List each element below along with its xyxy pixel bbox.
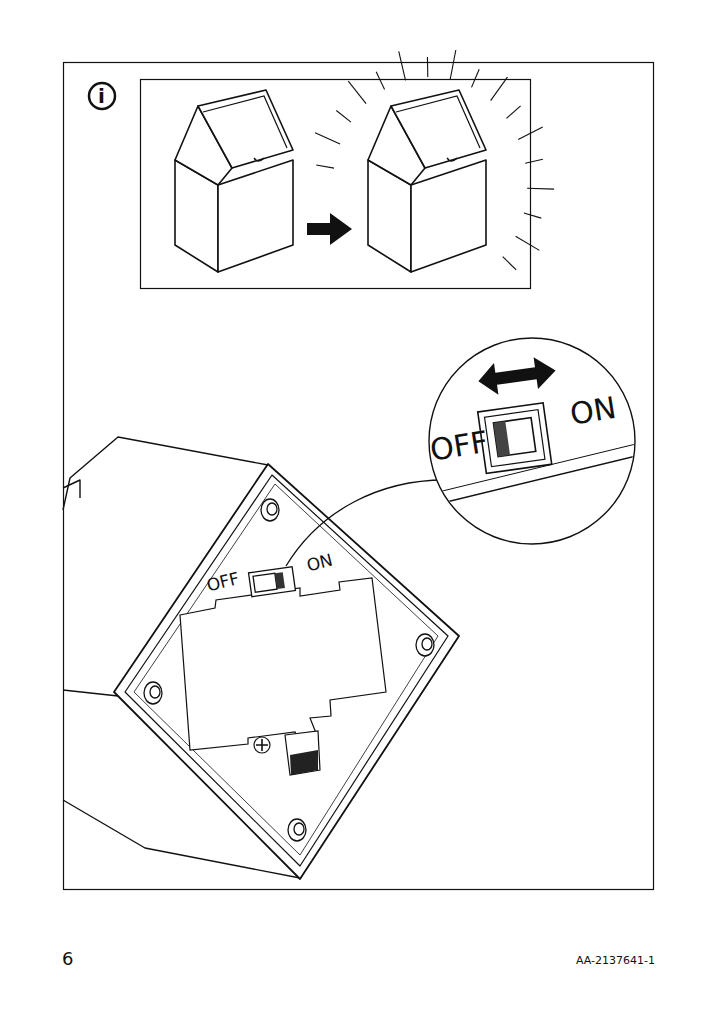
switch-off-label: OFF bbox=[428, 427, 490, 466]
info-letter: i bbox=[98, 86, 105, 106]
info-icon bbox=[89, 83, 115, 109]
document-code: AA-2137641-1 bbox=[576, 955, 655, 966]
bin-on bbox=[368, 90, 486, 272]
switch bbox=[249, 567, 296, 597]
bin-off bbox=[175, 90, 293, 272]
battery-cover bbox=[180, 578, 386, 750]
zoom-circle bbox=[429, 338, 635, 544]
arrow bbox=[307, 213, 352, 245]
page-number: 6 bbox=[62, 950, 73, 968]
switch-on-label: ON bbox=[568, 393, 618, 430]
double-arrow bbox=[476, 355, 558, 398]
